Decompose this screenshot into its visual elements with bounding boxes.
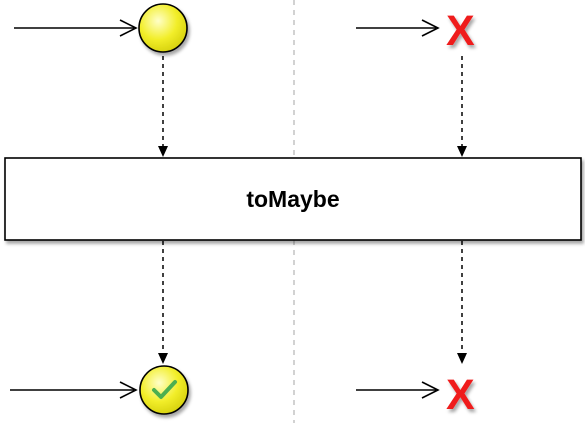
- left-input-timeline: [14, 19, 138, 37]
- left-input-dashed-arrow: [158, 56, 168, 157]
- operator-label: toMaybe: [246, 186, 339, 212]
- right-input-timeline: [356, 19, 440, 37]
- operator-box: [4, 157, 582, 241]
- error-x-icon: X: [446, 7, 475, 55]
- error-x-icon: X: [446, 371, 475, 419]
- right-input-dashed-arrow: [457, 56, 467, 157]
- right-output-timeline: [356, 381, 440, 399]
- left-output-timeline: [10, 381, 138, 399]
- left-output-dashed-arrow: [158, 241, 168, 364]
- yellow-circle-checkmark-icon: [139, 365, 189, 415]
- yellow-circle-icon: [138, 3, 188, 53]
- right-output-dashed-arrow: [457, 241, 467, 364]
- checkmark-icon: [152, 380, 177, 399]
